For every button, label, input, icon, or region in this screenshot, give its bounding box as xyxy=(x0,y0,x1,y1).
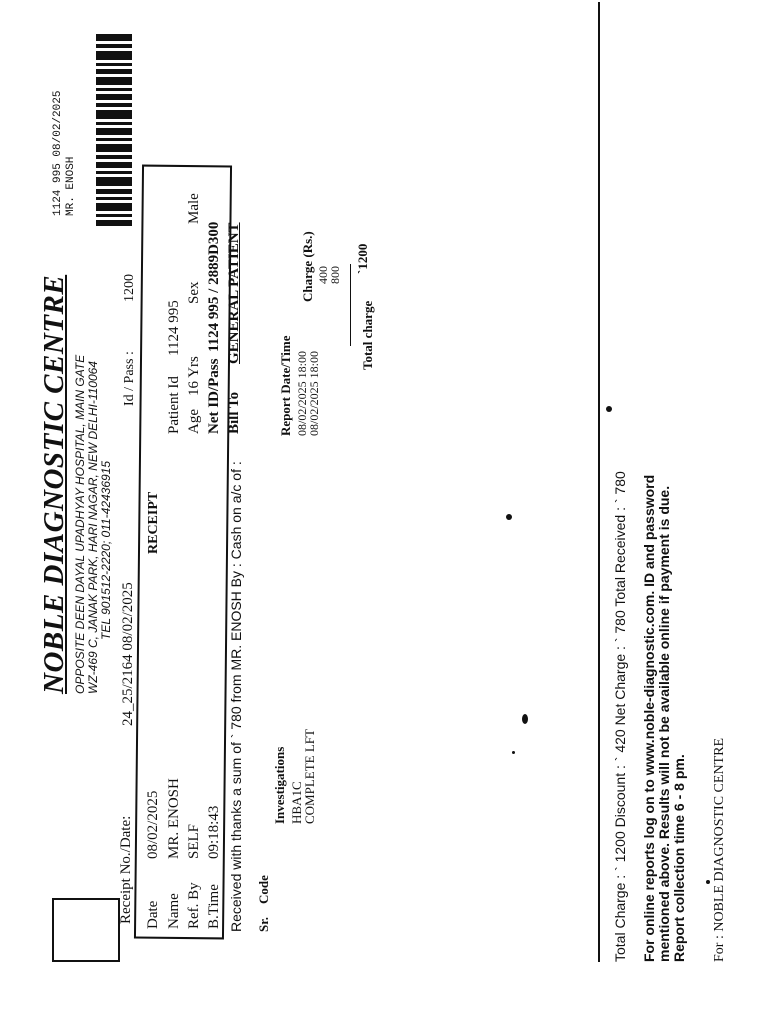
row-2-charge: 800 xyxy=(328,266,342,284)
online-note-line-1: For online reports log on to www.noble-d… xyxy=(641,474,657,962)
refby-label: Ref. By xyxy=(186,882,202,929)
centre-name: NOBLE DIAGNOSTIC CENTRE xyxy=(38,274,70,694)
scan-speck xyxy=(512,751,515,754)
online-note: For online reports log on to www.noble-d… xyxy=(641,474,687,962)
btime-value: 09:18:43 xyxy=(206,805,222,859)
col-sr: Sr. xyxy=(256,916,271,932)
col-code: Code xyxy=(256,875,271,904)
barcode-caption: 1124 995 08/02/2025 MR. ENOSH xyxy=(52,91,78,216)
barcode-line-1: 1124 995 08/02/2025 xyxy=(52,90,64,216)
bill-to-value: GENERAL PATIENT xyxy=(226,222,242,364)
sex-value: Male xyxy=(186,193,202,224)
btime-label: B.Time xyxy=(206,884,222,929)
address-line-3: TEL 901512-2220; 011-42436915 xyxy=(99,460,113,640)
received-text: Received with thanks a sum of ` 780 from… xyxy=(228,461,244,932)
col-investigations: Investigations xyxy=(272,746,287,824)
net-id-value: 1124 995 / 2889D300 xyxy=(206,221,222,352)
age-label: Age xyxy=(186,409,202,434)
centre-address: OPPOSITE DEEN DAYAL UPADHYAY HOSPITAL, M… xyxy=(73,355,113,694)
patient-id-label: Patient Id xyxy=(166,376,182,434)
total-charge-label: Total charge xyxy=(360,300,375,370)
charges-summary: Total Charge : ` 1200 Discount : ` 420 N… xyxy=(612,471,628,962)
receipt-no-label: Receipt No./Date: xyxy=(118,815,134,924)
total-rule xyxy=(350,264,351,346)
scan-speck xyxy=(706,880,710,884)
date-value: 08/02/2025 xyxy=(145,790,161,859)
barcode-line-2: MR. ENOSH xyxy=(65,156,77,216)
sex-label: Sex xyxy=(186,281,202,305)
barcode-icon xyxy=(96,34,132,226)
online-note-line-2: mentioned above. Results will not be ava… xyxy=(656,485,672,962)
scan-speck xyxy=(606,406,612,412)
name-value: MR. ENOSH xyxy=(166,778,182,859)
net-id-label: Net ID/Pass xyxy=(206,358,222,434)
col-report-date: Report Date/Time xyxy=(278,335,293,436)
patient-id-value: 1124 995 xyxy=(166,300,182,356)
bill-to-label: Bill To xyxy=(226,391,242,434)
signature-line: For : NOBLE DIAGNOSTIC CENTRE xyxy=(712,738,727,962)
date-label: Date xyxy=(145,900,161,929)
divider-line xyxy=(598,2,600,962)
online-note-line-3: Report collection time 6 - 8 pm. xyxy=(671,754,687,962)
scan-speck xyxy=(522,714,528,724)
refby-value: SELF xyxy=(186,823,202,859)
receipt-no-value: 24_25/2164 08/02/2025 xyxy=(120,582,136,726)
id-pass-value: 1200 xyxy=(122,274,137,302)
row-2-report: 08/02/2025 18:00 xyxy=(307,350,321,436)
id-pass-label: Id / Pass : xyxy=(122,351,137,406)
age-value: 16 Yrs xyxy=(186,356,202,396)
name-label: Name xyxy=(166,893,182,929)
total-charge-value: `1200 xyxy=(355,243,370,274)
scan-speck xyxy=(506,514,512,520)
stamp-box xyxy=(52,898,120,962)
col-charge: Charge (Rs.) xyxy=(300,231,315,302)
row-2-investigation: COMPLETE LFT xyxy=(302,729,317,824)
